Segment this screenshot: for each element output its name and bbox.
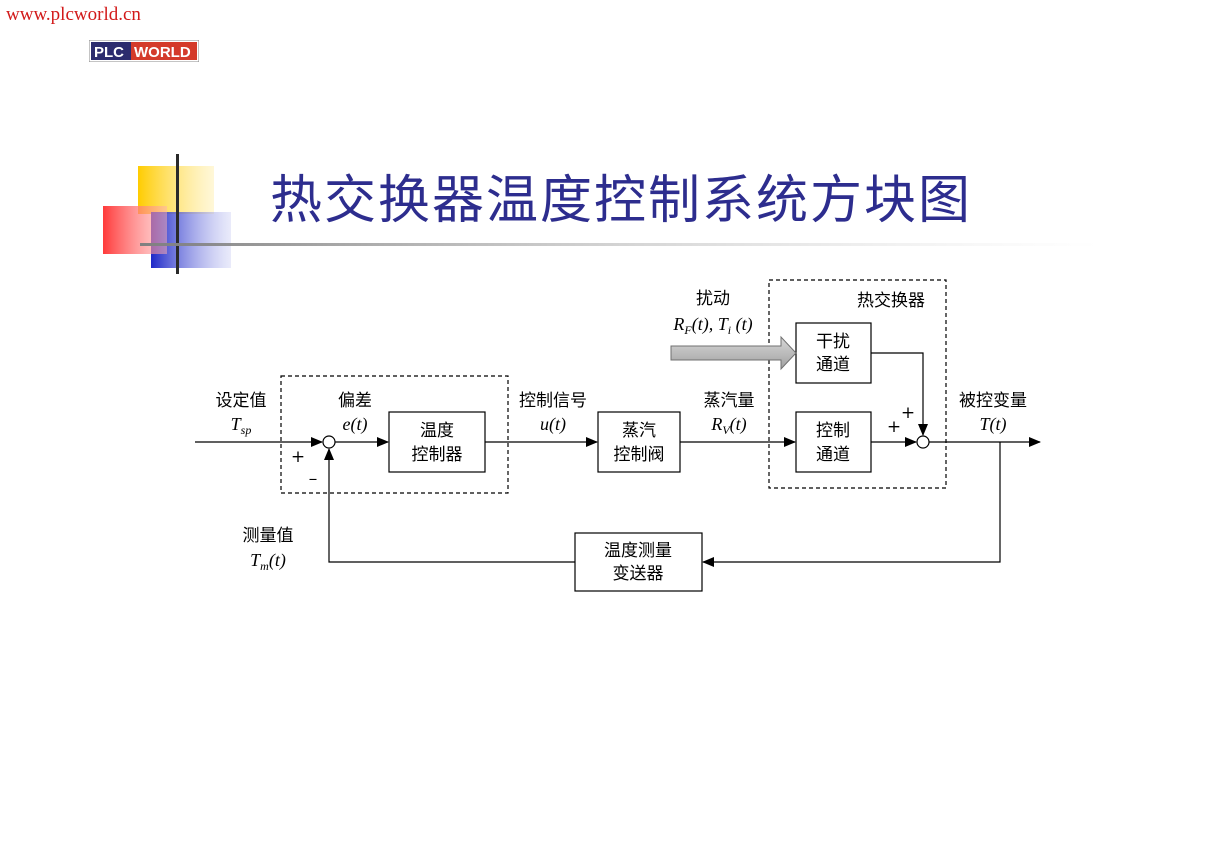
controller-block — [388, 411, 486, 473]
steam-symbol: RV(t) — [710, 414, 746, 437]
transmitter-label-1: 温度测量 — [604, 541, 672, 561]
measured-label: 测量值 — [243, 526, 294, 546]
control-plus-sign: + — [887, 417, 901, 437]
controller-label-2: 控制器 — [412, 445, 463, 465]
setpoint-label: 设定值 — [216, 391, 267, 411]
error-minus-sign: – — [309, 469, 318, 489]
disturbance-plus-sign: + — [901, 403, 915, 423]
control-channel-block — [795, 411, 872, 473]
valve-label-1: 蒸汽 — [622, 421, 656, 441]
plcworld-logo: PLC WORLD — [89, 40, 199, 62]
error-label: 偏差 — [338, 391, 372, 411]
heat-exchanger-label: 热交换器 — [857, 291, 925, 311]
setpoint-symbol: Tsp — [231, 414, 252, 437]
error-plus-sign: + — [291, 447, 305, 467]
control-channel-label-1: 控制 — [816, 421, 850, 441]
site-url[interactable]: www.plcworld.cn — [6, 4, 141, 25]
disturbance-channel-block — [795, 322, 872, 384]
controller-dashed-group — [280, 375, 509, 494]
measured-feedback-arrow — [324, 448, 575, 563]
control-channel-label-2: 通道 — [816, 445, 850, 465]
feedback-to-transmitter-arrow — [702, 442, 1001, 567]
svg-text:WORLD: WORLD — [134, 44, 191, 61]
disturbance-symbol: RF(t), Ti (t) — [672, 314, 752, 337]
controller-label-1: 温度 — [420, 421, 454, 441]
deco-horizontal-line — [140, 243, 1100, 246]
valve-label-2: 控制阀 — [614, 445, 665, 465]
error-symbol: e(t) — [343, 414, 368, 435]
transmitter-label-2: 变送器 — [613, 564, 664, 584]
control-signal-symbol: u(t) — [540, 414, 566, 435]
disturbance-label: 扰动 — [696, 289, 730, 309]
disturbance-input-arrow — [670, 335, 797, 371]
output-summing-junction — [916, 435, 930, 449]
output-label: 被控变量 — [959, 391, 1027, 411]
deco-vertical-line — [176, 154, 179, 274]
control-signal-label: 控制信号 — [519, 391, 587, 411]
error-summing-junction — [322, 435, 336, 449]
heat-exchanger-dashed-group — [768, 279, 947, 489]
output-symbol: T(t) — [980, 414, 1007, 435]
disturbance-channel-arrow — [871, 352, 928, 436]
disturbance-channel-label-1: 干扰 — [816, 332, 850, 352]
steam-label: 蒸汽量 — [704, 391, 755, 411]
valve-block — [597, 411, 681, 473]
svg-text:PLC: PLC — [94, 44, 124, 61]
slide-title: 热交换器温度控制系统方块图 — [270, 171, 973, 231]
disturbance-channel-label-2: 通道 — [816, 355, 850, 375]
measured-symbol: Tm(t) — [250, 550, 286, 573]
